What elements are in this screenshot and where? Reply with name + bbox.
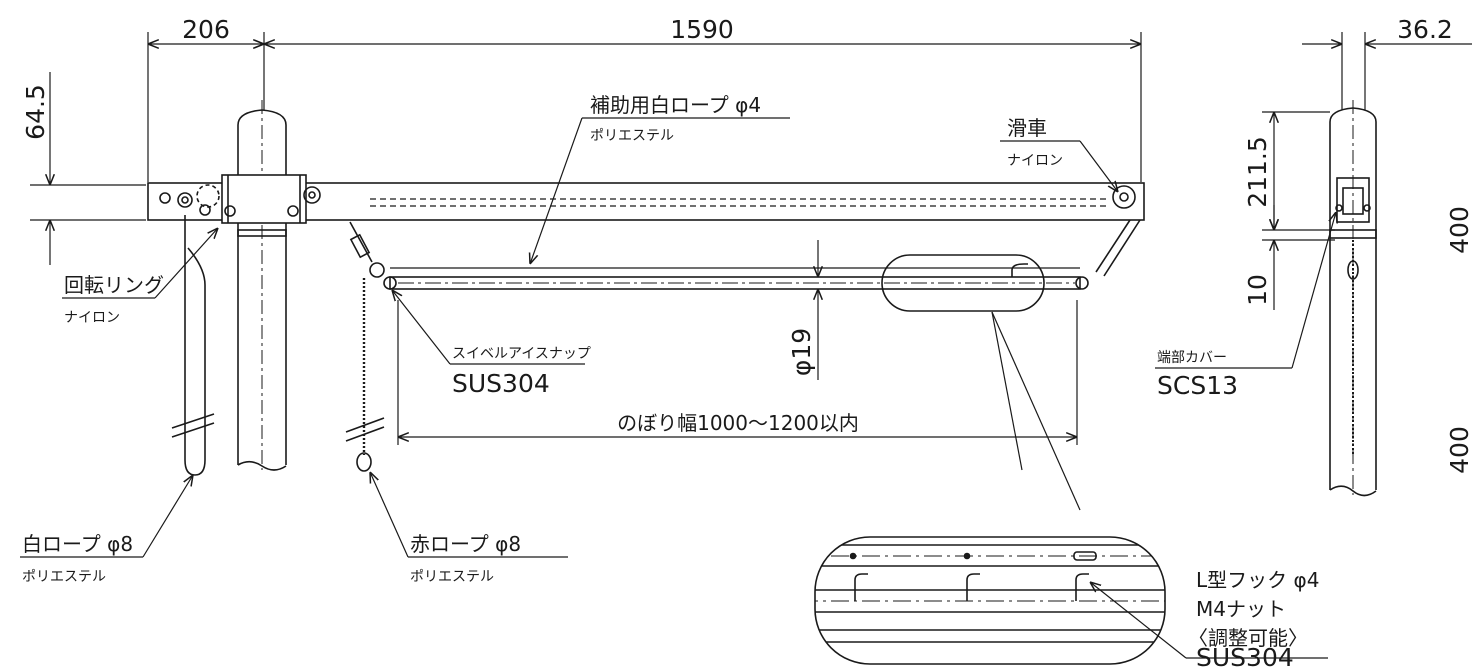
label-end-cover: 端部カバー <box>1157 350 1227 366</box>
label-white-rope-material: ポリエステル <box>22 569 106 585</box>
dim-206: 206 <box>182 15 230 44</box>
label-l-hook: L型フック φ4 <box>1196 568 1319 592</box>
label-aux-rope: 補助用白ロープ φ4 <box>590 93 761 117</box>
dim-10: 10 <box>1243 274 1272 306</box>
dim-pipe-diameter: φ19 <box>787 328 816 376</box>
dim-1590: 1590 <box>670 15 734 44</box>
side-edge-text-b: 400 <box>1445 426 1472 474</box>
left-pole <box>237 100 287 471</box>
label-m4-nut: M4ナット <box>1196 597 1286 621</box>
dim-36-2: 36.2 <box>1397 15 1453 44</box>
dim-64-5: 64.5 <box>21 84 50 140</box>
main-arm <box>147 174 1145 224</box>
lower-rod <box>349 219 1141 511</box>
label-end-cover-material: SCS13 <box>1157 371 1238 400</box>
label-rotating-ring: 回転リング <box>64 273 164 297</box>
red-rope <box>345 278 385 472</box>
label-swivel-snap: スイベルアイスナップ <box>452 346 591 362</box>
white-rope <box>171 215 215 476</box>
leader-lines <box>20 117 1336 659</box>
label-red-rope: 赤ロープ φ8 <box>410 532 521 556</box>
label-white-rope: 白ロープ φ8 <box>22 532 133 556</box>
label-adjustable: 〈調整可能〉 <box>1188 626 1308 650</box>
label-ring-material: ナイロン <box>64 310 120 326</box>
label-aux-rope-material: ポリエステル <box>590 128 674 144</box>
side-view <box>1329 100 1377 497</box>
dimension-lines <box>30 32 1472 445</box>
label-pulley-material: ナイロン <box>1007 153 1063 169</box>
label-red-rope-material: ポリエステル <box>410 569 494 585</box>
label-pulley: 滑車 <box>1007 116 1047 140</box>
label-swivel-material: SUS304 <box>452 369 550 398</box>
dim-211-5: 211.5 <box>1243 136 1272 208</box>
side-edge-text-a: 400 <box>1445 206 1472 254</box>
part-labels: 補助用白ロープ φ4 ポリエステル 滑車 ナイロン 回転リング ナイロン スイベ… <box>22 93 1319 668</box>
dimension-text: 206 1590 36.2 64.5 211.5 10 φ19 のぼり幅1000… <box>21 15 1472 474</box>
dim-banner-width: のぼり幅1000～1200以内 <box>617 411 859 435</box>
label-hook-material: SUS304 <box>1196 643 1294 668</box>
detail-callout <box>814 536 1166 665</box>
